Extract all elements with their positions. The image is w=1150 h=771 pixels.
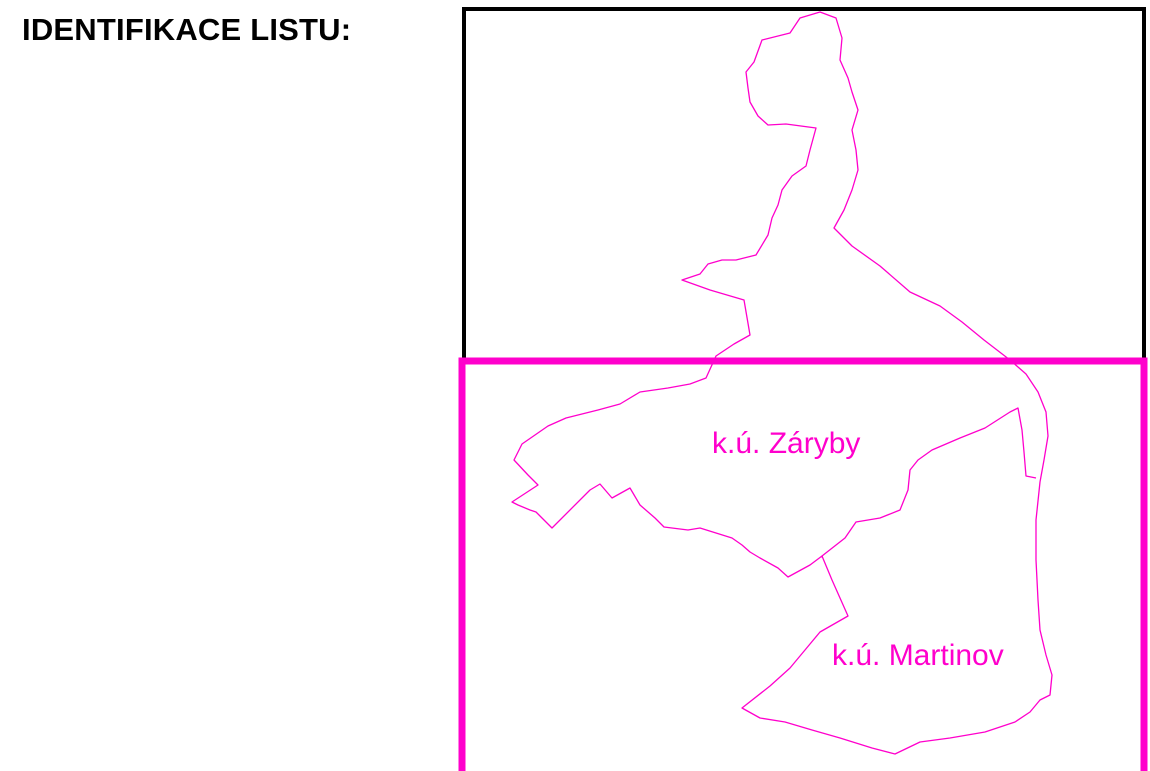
magenta-sheet-frame [458, 357, 1148, 771]
cadastral-boundary-inner [821, 407, 1037, 557]
black-sheet-frame [462, 7, 1146, 360]
label-ku-zaryby: k.ú. Záryby [712, 427, 860, 460]
cadastral-boundary-outer [511, 11, 1053, 755]
label-ku-martinov: k.ú. Martinov [832, 639, 1004, 672]
sheet-identification-title: IDENTIFIKACE LISTU: [22, 12, 352, 47]
